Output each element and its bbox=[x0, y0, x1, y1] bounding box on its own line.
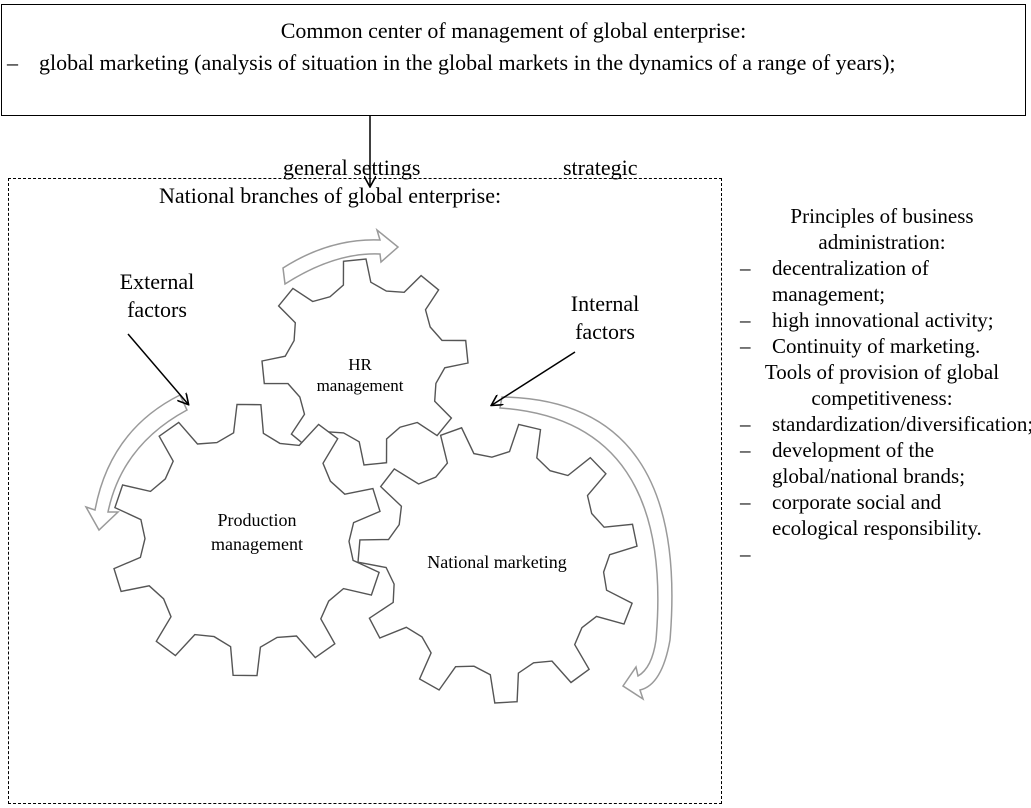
tool-item: –corporate social and ecological respons… bbox=[734, 489, 1030, 541]
common-center-item: – global marketing (analysis of situatio… bbox=[7, 49, 984, 77]
right-panel: Principles of business administration: –… bbox=[734, 203, 1031, 567]
tools-heading: Tools of provision of global competitive… bbox=[764, 360, 1000, 410]
list-dash: – bbox=[740, 542, 751, 566]
common-center-title: Common center of management of global en… bbox=[280, 18, 747, 43]
national-branches-title: National branches of global enterprise: bbox=[159, 183, 502, 208]
tool-item: – bbox=[734, 541, 1030, 567]
principle-text: decentralization of management; bbox=[772, 256, 929, 306]
principle-item: –high innovational activity; bbox=[734, 307, 1030, 333]
common-center-item-text: global marketing (analysis of situation … bbox=[39, 50, 896, 75]
common-center-box: Common center of management of global en… bbox=[1, 4, 1026, 116]
principles-heading: Principles of business administration: bbox=[790, 204, 974, 254]
tools-list: –standardization/diversification;–develo… bbox=[734, 411, 1031, 567]
principle-text: high innovational activity; bbox=[772, 308, 994, 332]
tool-item: –development of the global/national bran… bbox=[734, 437, 1030, 489]
list-dash: – bbox=[740, 490, 751, 514]
internal-factors-label: Internal factors bbox=[570, 291, 640, 344]
list-dash: – bbox=[740, 438, 751, 462]
list-dash: – bbox=[740, 256, 751, 280]
strategic-label: strategic bbox=[563, 155, 638, 180]
general-settings-label: general settings bbox=[283, 155, 421, 180]
tool-item: –standardization/diversification; bbox=[734, 411, 1031, 437]
list-dash: – bbox=[740, 308, 751, 332]
tool-text: standardization/diversification; bbox=[772, 412, 1031, 436]
principle-item: –Continuity of marketing. bbox=[734, 333, 1030, 359]
principle-item: –decentralization of management; bbox=[734, 255, 1030, 307]
list-dash: – bbox=[7, 50, 18, 75]
national-branches-box: National branches of global enterprise: bbox=[8, 178, 722, 804]
external-factors-label: External factors bbox=[119, 269, 195, 322]
principles-list: –decentralization of management;–high in… bbox=[734, 255, 1030, 359]
tool-text: corporate social and ecological responsi… bbox=[772, 490, 982, 540]
list-dash: – bbox=[740, 334, 751, 358]
principle-text: Continuity of marketing. bbox=[772, 334, 981, 358]
list-dash: – bbox=[740, 412, 751, 436]
tool-text: development of the global/national brand… bbox=[772, 438, 966, 488]
